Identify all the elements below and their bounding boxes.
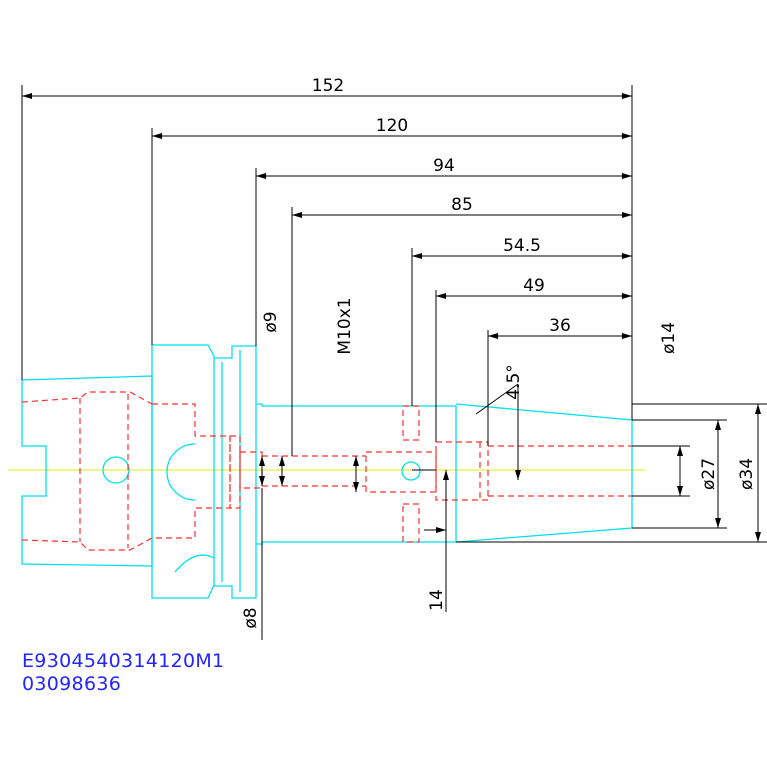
extension-lines bbox=[21, 85, 767, 543]
dim-36: 36 bbox=[549, 316, 571, 336]
dim-dia-8: ø8 bbox=[241, 607, 261, 628]
dim-dia-9: ø9 bbox=[261, 311, 281, 332]
dim-120: 120 bbox=[376, 116, 408, 136]
dim-152: 152 bbox=[312, 76, 344, 96]
part-outline bbox=[21, 344, 633, 599]
length-dimensions bbox=[22, 93, 632, 339]
dim-94: 94 bbox=[433, 156, 455, 176]
dim-dia-34: ø34 bbox=[737, 458, 757, 490]
dim-dia-14: ø14 bbox=[659, 322, 679, 354]
dim-angle: 4.5° bbox=[504, 364, 524, 400]
dim-49: 49 bbox=[523, 276, 545, 296]
diameter-dimensions bbox=[259, 383, 761, 640]
dim-85: 85 bbox=[451, 195, 473, 215]
dim-dia-27: ø27 bbox=[699, 458, 719, 490]
dimension-labels: 152 120 94 85 54.5 49 36 ø9 M10x1 4.5° ø… bbox=[241, 76, 757, 629]
dim-54-5: 54.5 bbox=[503, 236, 541, 256]
code-caption: 03098636 bbox=[22, 673, 122, 695]
hidden-lines bbox=[21, 391, 632, 551]
part-number-caption: E9304540314120M1 bbox=[22, 650, 225, 672]
dim-thread: M10x1 bbox=[335, 297, 355, 354]
dim-14: 14 bbox=[427, 589, 447, 611]
